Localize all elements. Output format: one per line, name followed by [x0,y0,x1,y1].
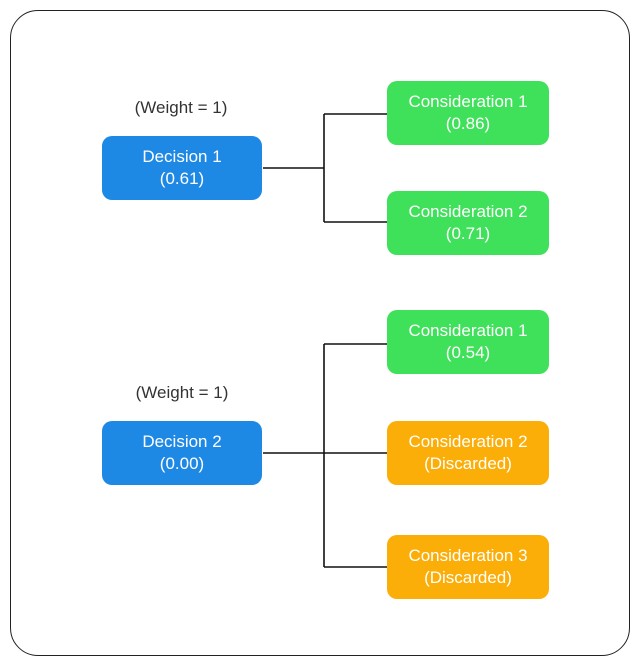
decision-1-consideration-1-node: Consideration 1 (0.86) [387,81,549,145]
decision-1-consideration-2-node: Consideration 2 (0.71) [387,191,549,255]
decision-2-consideration-3-title: Consideration 3 [408,546,528,565]
decision-1-node: Decision 1 (0.61) [102,136,262,200]
decision-2-consideration-1-value: (0.54) [445,343,491,362]
decision-2-consideration-2-value: (Discarded) [424,454,512,473]
decision-1-consideration-1-title: Consideration 1 [408,92,528,111]
decision-2-weight-label: (Weight = 1) [135,383,229,402]
decision-2-title: Decision 2 [142,432,222,451]
decision-1-consideration-2-value: (0.71) [445,224,491,243]
decision-1-title: Decision 1 [142,147,222,166]
decision-2-consideration-3-value: (Discarded) [424,568,512,587]
decision-2-node: Decision 2 (0.00) [102,421,262,485]
decision-2-consideration-3-node: Consideration 3 (Discarded) [387,535,549,599]
decision-1-weight-label: (Weight = 1) [134,98,228,117]
decision-2-consideration-2-node: Consideration 2 (Discarded) [387,421,549,485]
decision-1-score: (0.61) [159,169,205,188]
decision-2-consideration-1-node: Consideration 1 (0.54) [387,310,549,374]
decision-2-consideration-1-title: Consideration 1 [408,321,528,340]
decision-1-consideration-2-title: Consideration 2 [408,202,528,221]
decision-1-consideration-1-value: (0.86) [445,114,491,133]
decision-2-score: (0.00) [159,454,205,473]
decision-2-consideration-2-title: Consideration 2 [408,432,528,451]
